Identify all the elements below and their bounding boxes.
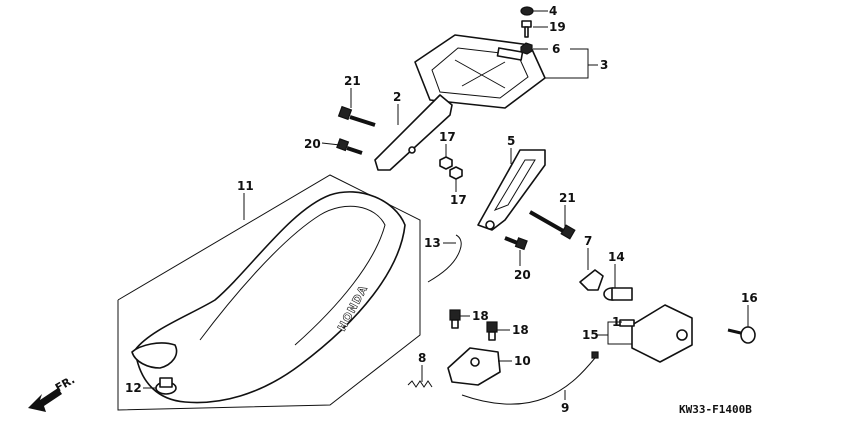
callout-20-left: 20 [304,137,321,151]
callout-1: 1 [612,315,620,329]
part-9-cable [461,357,596,405]
callout-8: 8 [418,351,426,365]
callout-14: 14 [608,250,625,264]
callout-15: 15 [582,328,599,342]
bolt-20-head [336,138,350,152]
part-2-bracket [374,94,453,171]
seat-front-hook [131,342,178,369]
carrier-inner-rim [431,47,529,99]
part-12-grommet [155,377,177,395]
callout-18-upper: 18 [472,309,489,323]
part-20-bolt-right [504,236,528,251]
part-18-bolt-lower [486,321,498,341]
part-17-nut-upper [439,156,453,170]
callout-10: 10 [514,354,531,368]
bolt-21r-head [560,224,576,240]
callout-20-right: 20 [514,268,531,282]
part-5-bracket [477,149,546,231]
callout-5: 5 [507,134,515,148]
bracket-5-hole [485,220,495,230]
part-1-lock-housing [619,304,693,363]
part-18-bolt-upper [449,309,461,329]
part-8-spring [407,380,433,388]
seat-cushion [134,191,406,404]
seat-cushion-ridge [199,205,386,346]
lock-housing-body [631,304,693,363]
lock-housing-tab [619,319,635,327]
callout-2: 2 [393,90,401,104]
bracket-2-hole [408,146,416,154]
part-10-latch [447,347,501,386]
leader-15-bracket [607,321,632,345]
carrier-x-brace [454,59,506,89]
latch-pivot [470,357,480,367]
callout-labels: 4 19 6 3 21 2 20 17 17 5 11 21 13 7 14 2… [125,4,758,415]
part-4-cap [520,6,534,16]
leader-lines [143,10,749,400]
callout-16: 16 [741,291,758,305]
part-6-nut [520,42,533,55]
front-label: FR. [53,373,77,394]
callout-12: 12 [125,381,142,395]
callout-17-upper: 17 [439,130,456,144]
bolt-19-head [521,20,532,28]
seat-frame-box [117,174,421,411]
callout-18-lower: 18 [512,323,529,337]
bolt-21r-shank [529,210,566,234]
leader-3-bracket [545,48,589,79]
leader-20-left [321,142,341,146]
callout-6: 6 [552,42,560,56]
lock-housing-keyhole [676,329,688,341]
callout-17-lower: 17 [450,193,467,207]
cable-9-end [591,351,599,359]
bolt-20r-head [514,237,528,251]
bolt-19-shank [524,26,529,38]
callout-19: 19 [549,20,566,34]
part-20-bolt-left [336,138,363,155]
callout-7: 7 [584,234,592,248]
part-21-bolt-right [529,210,576,240]
callout-3: 3 [600,58,608,72]
front-arrow-icon [28,388,62,412]
callout-21-right: 21 [559,191,576,205]
bolt-21-shank [349,115,376,127]
bolt-18a-head [449,309,461,321]
part-21-bolt-left [337,105,376,127]
bolt-16-head [740,326,756,344]
bracket-5-window [493,159,536,211]
part-7-clip [579,269,604,291]
part-17-nut-lower [449,166,463,180]
bolt-18b-washer [488,331,496,341]
grommet-top [159,377,173,388]
figure-code: KW33-F1400B [679,403,752,416]
bolt-20-shank [346,146,363,155]
bolt-18b-head [486,321,498,333]
seat-assembly: HONDA [117,174,421,411]
callout-21-left: 21 [344,74,361,88]
carrier-badge [496,47,524,61]
callout-4: 4 [549,4,557,18]
part-16-bolt [727,326,756,344]
callout-9: 9 [561,401,569,415]
bolt-21-head [337,105,353,121]
part-3-carrier [414,34,546,109]
part-14-lock-cylinder [603,287,633,301]
front-direction-indicator: FR. [28,373,77,412]
callout-11: 11 [237,179,254,193]
part-13-tube [427,234,462,283]
lock-cylinder-body [611,287,633,301]
part-19-bolt [521,20,532,38]
callout-13: 13 [424,236,441,250]
bolt-18a-washer [451,319,459,329]
